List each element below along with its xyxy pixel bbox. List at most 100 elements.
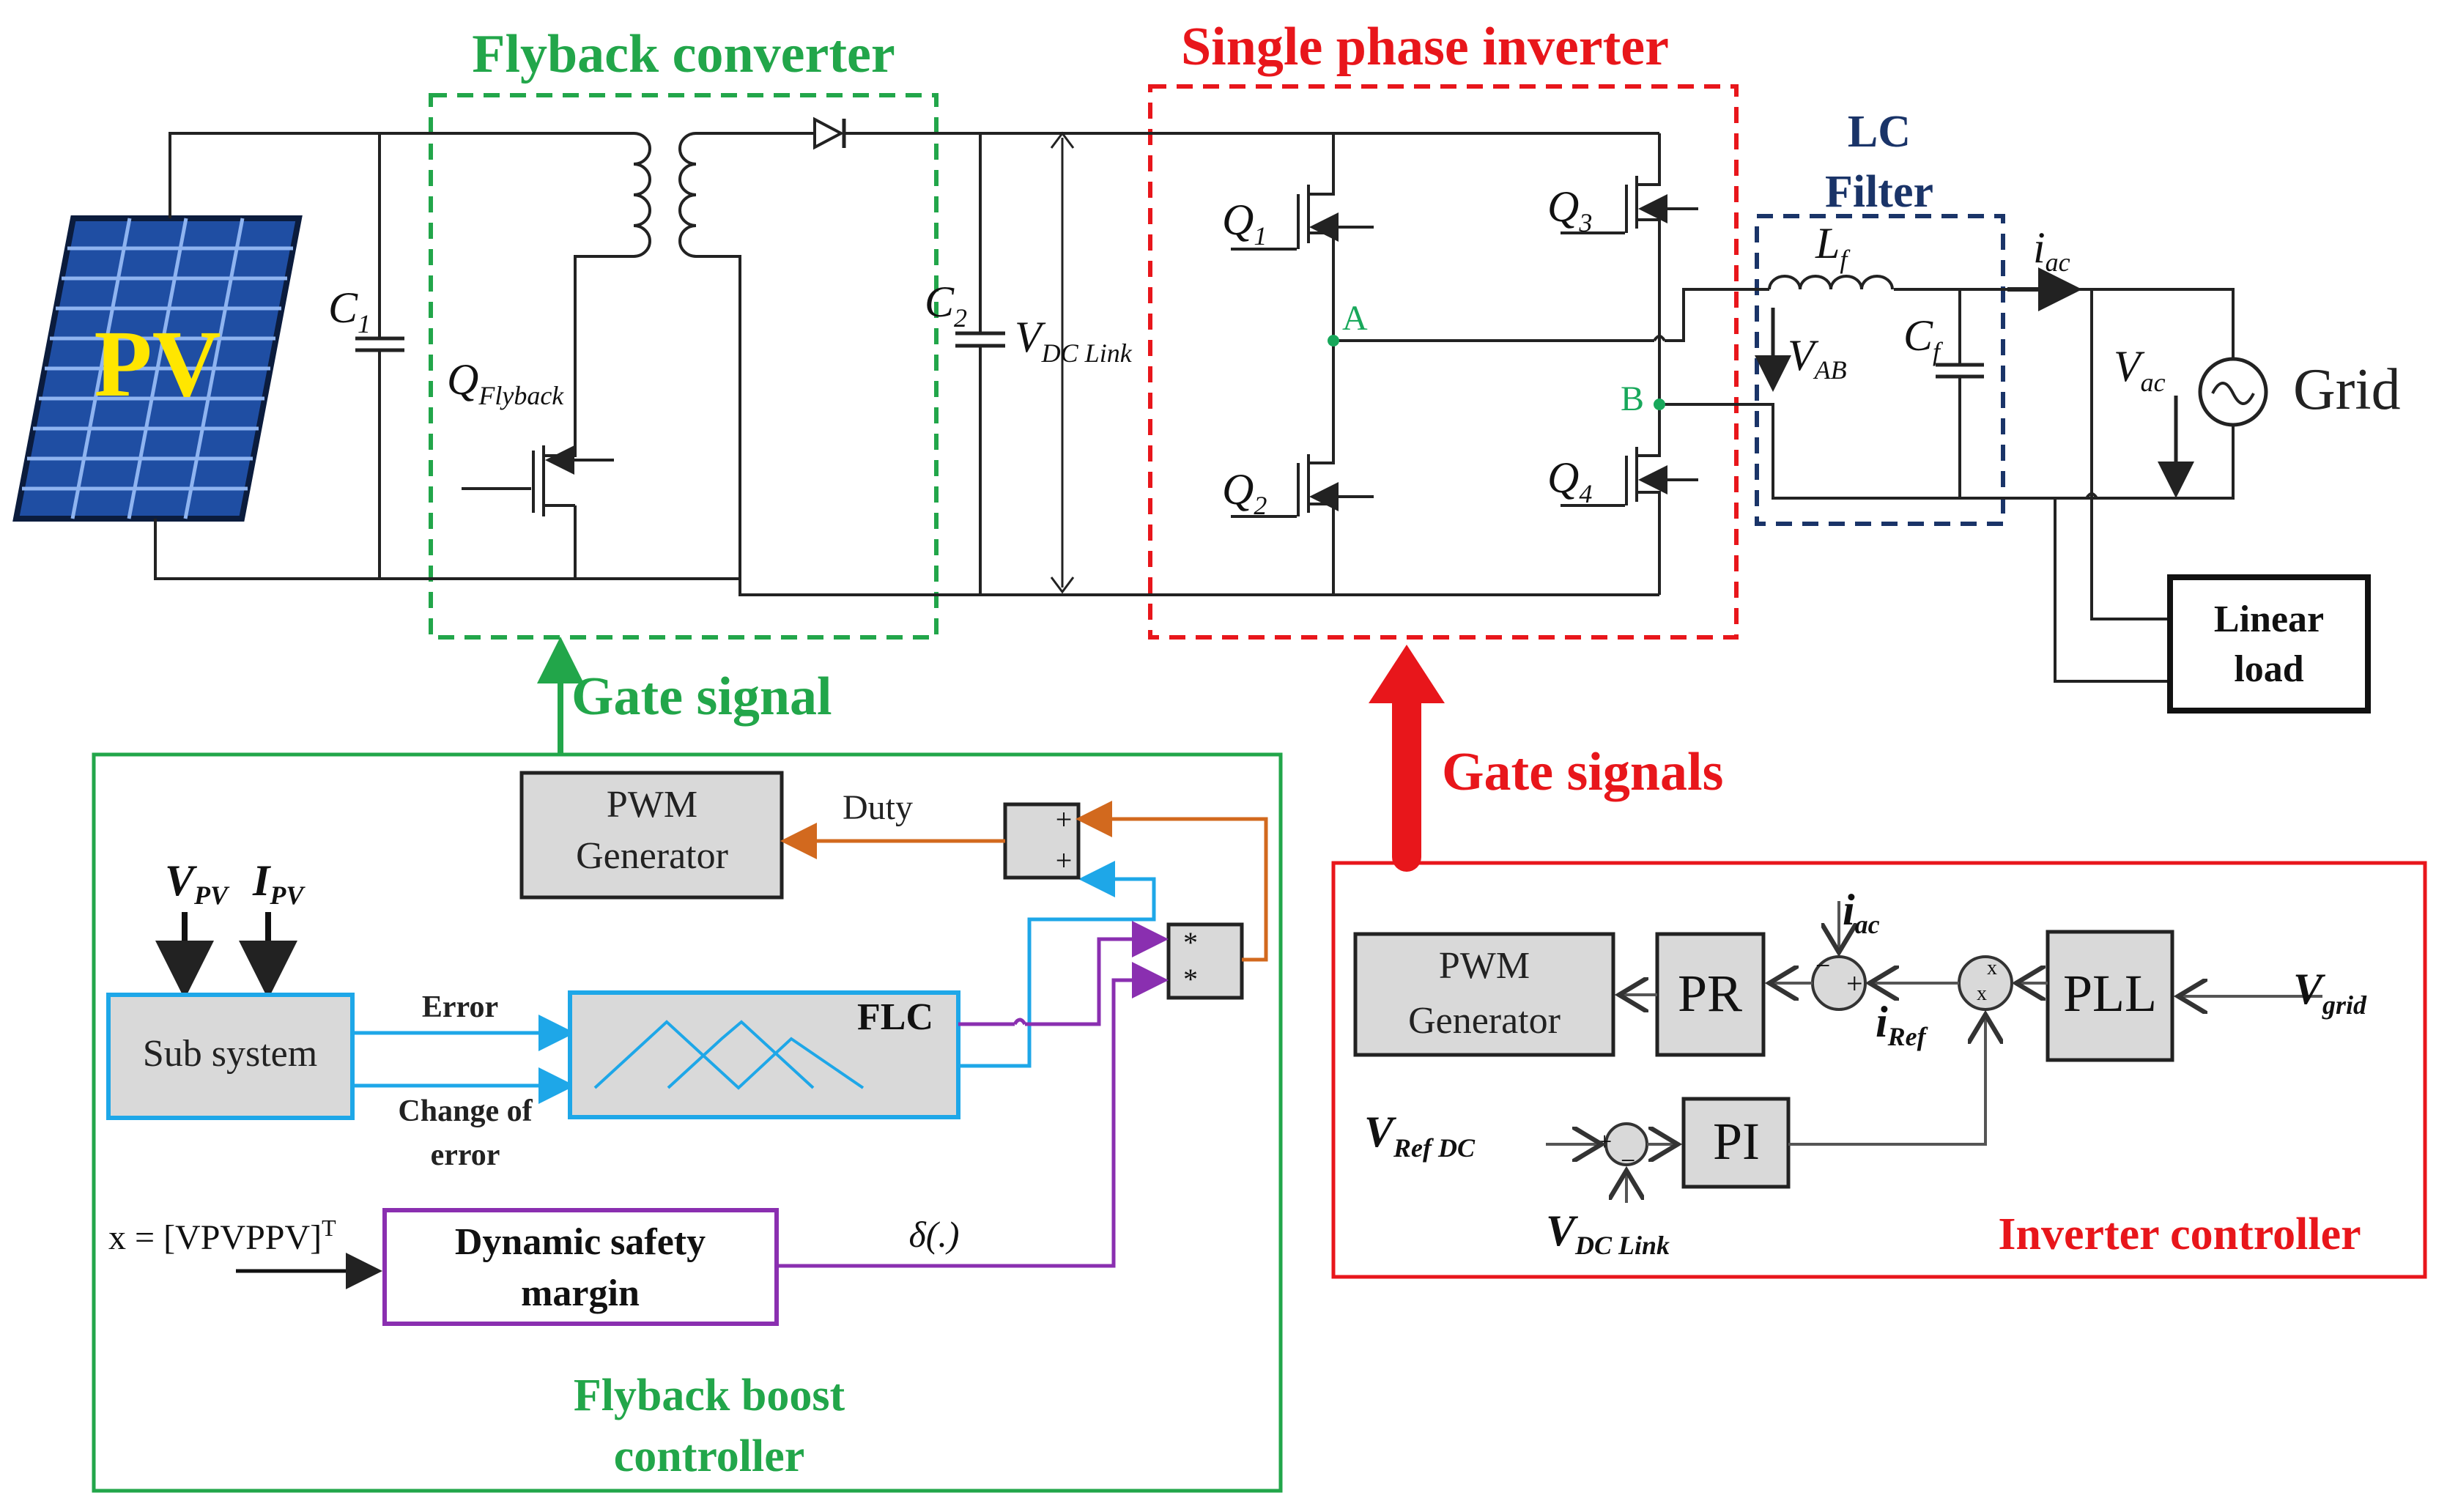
sum-sign-1: + [1056, 803, 1073, 836]
inductor-lf [1768, 275, 1894, 290]
inv-iac-label: iac [1843, 886, 1880, 939]
node-a-label: A [1342, 299, 1368, 338]
gate-signals-label: Gate signals [1442, 742, 1723, 802]
svg-text:C1: C1 [328, 284, 371, 338]
svg-text:+: + [1846, 967, 1863, 1000]
vac-label: Vac [2114, 342, 2166, 397]
pi-label: PI [1713, 1112, 1760, 1171]
svg-text:Cf: Cf [1903, 311, 1944, 366]
sub-system-label: Sub system [143, 1033, 317, 1075]
inv-pwm-generator-line2: Generator [1408, 1000, 1561, 1042]
inverter-controller-label: Inverter controller [1998, 1209, 2361, 1259]
vgrid-label: Vgrid [2293, 965, 2367, 1020]
node-b-label: B [1621, 379, 1644, 418]
grid-label: Grid [2293, 357, 2401, 422]
state-vector-label: x = [VPVPPV]T [108, 1215, 336, 1257]
lc-filter-line1: LC [1848, 107, 1911, 157]
svg-text:VDC Link: VDC Link [1015, 313, 1133, 368]
inv-pwm-generator-line1: PWM [1439, 945, 1530, 987]
gate-signal-label: Gate signal [571, 667, 832, 727]
pll-label: PLL [2063, 964, 2157, 1023]
inverter-controller-box [1331, 861, 2427, 1279]
q2-label: Q2 [1222, 465, 1267, 520]
fb-ctrl-orange-wires [780, 801, 1268, 962]
flc-label: FLC [857, 996, 933, 1038]
fb-ctrl-purple-wires [777, 921, 1169, 1268]
svg-text:x: x [1977, 982, 1987, 1005]
inverter-box [1148, 84, 1739, 640]
mult-block [1166, 922, 1244, 1000]
fb-pwm-generator-line1: PWM [607, 784, 697, 826]
flyback-title: Flyback converter [472, 24, 895, 84]
q-flyback-switch [462, 445, 614, 516]
mult-sign-2: * [1183, 963, 1198, 996]
dynamic-safety-block [382, 1208, 779, 1326]
svg-text:−: − [1621, 1146, 1635, 1175]
sum-sign-2: + [1056, 844, 1073, 877]
node-a-dot [1328, 335, 1339, 346]
q-flyback-label: QFlyback [447, 355, 564, 410]
delta-label: δ(.) [908, 1214, 959, 1255]
switch-q2 [1231, 453, 1374, 518]
dynamic-safety-line1: Dynamic safety [455, 1221, 706, 1263]
capacitor-cf: Cf [1903, 311, 1984, 379]
inverter-title: Single phase inverter [1181, 17, 1669, 77]
fb-ctrl-arrows [155, 912, 297, 999]
lf-label: Lf [1815, 219, 1851, 274]
vref-dc-label: VRef DC [1364, 1108, 1476, 1163]
fb-pwm-generator-line2: Generator [576, 835, 728, 877]
switch-q4 [1561, 447, 1698, 507]
error-label: Error [422, 990, 498, 1024]
sub-system-block [106, 993, 355, 1120]
vdc-link-arrow: VDC Link [1015, 131, 1133, 594]
pv-panel: PV [12, 215, 303, 522]
fb-ctrl-blue-wires [352, 861, 1156, 1104]
change-of-error-line2: error [431, 1138, 500, 1172]
grid-source-icon [2198, 357, 2268, 427]
iref-label: iRef [1876, 998, 1928, 1051]
pr-label: PR [1678, 964, 1742, 1023]
mult-sign-1: * [1183, 926, 1198, 959]
linear-load-box [2167, 574, 2371, 714]
q1-label: Q1 [1222, 196, 1267, 251]
duty-label: Duty [843, 788, 913, 827]
capacitor-c2: C2 [925, 278, 1005, 348]
pll-block [2046, 930, 2174, 1062]
svg-text:C2: C2 [925, 278, 967, 333]
switch-q3 [1561, 176, 1698, 234]
vab-label: VAB [1788, 331, 1847, 385]
diode [813, 116, 846, 150]
inv-ctrl-wires [1546, 901, 2322, 1203]
node-b-dot [1654, 399, 1665, 410]
flyback-controller-box [92, 752, 1283, 1493]
flc-block [568, 990, 960, 1119]
linear-load-line1: Linear [2214, 598, 2324, 640]
switch-q1 [1231, 183, 1374, 251]
change-of-error-line1: Change of [398, 1094, 533, 1128]
vpv-label: VPV [165, 856, 230, 910]
flyback-converter-box [429, 93, 939, 640]
flc-membership-icon [593, 1020, 865, 1090]
linear-load-line2: load [2234, 648, 2303, 690]
pi-block [1681, 1097, 1791, 1189]
pv-label: PV [94, 311, 221, 417]
capacitor-c1: C1 [328, 284, 404, 352]
inv-pwm-generator-block [1353, 932, 1615, 1057]
vdc-link-ctrl-label: VDC Link [1546, 1207, 1670, 1260]
ipv-label: IPV [252, 856, 306, 910]
svg-text:−: − [1815, 951, 1830, 980]
power-wires [154, 132, 2235, 683]
svg-text:x: x [1987, 957, 1997, 979]
fb-pwm-generator-block [519, 771, 784, 900]
svg-text:+: + [1597, 1127, 1612, 1156]
q4-label: Q4 [1547, 453, 1592, 508]
gate-signals-arrow [1369, 645, 1445, 872]
lc-filter-line2: Filter [1825, 167, 1933, 217]
iac-label: iac [2033, 223, 2070, 277]
flyback-controller-line1: Flyback boost [574, 1371, 845, 1420]
flyback-controller-line2: controller [614, 1431, 805, 1481]
flyback-transformer [633, 132, 697, 258]
dynamic-safety-line2: margin [521, 1272, 640, 1314]
q3-label: Q3 [1547, 182, 1592, 237]
